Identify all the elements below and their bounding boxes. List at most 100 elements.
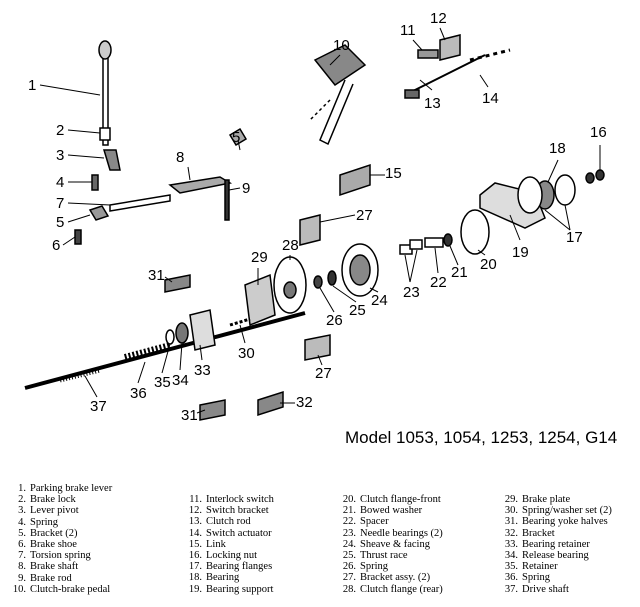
callout-21: 21 <box>451 264 468 281</box>
parts-drawing <box>24 34 605 421</box>
legend-number: 12. <box>188 505 202 517</box>
legend-label: Bracket (2) <box>30 527 78 539</box>
legend-item: 12.Switch bracket <box>180 505 274 516</box>
exploded-parts-diagram: 1 2 3 4 5 5 6 7 8 9 10 11 12 13 14 15 16… <box>24 10 607 424</box>
legend-item: 24.Sheave & facing <box>334 539 443 550</box>
legend-number: 18. <box>188 572 202 584</box>
callout-1: 1 <box>28 77 36 94</box>
legend-number: 32. <box>504 527 518 539</box>
model-label: Model 1053, 1054, 1253, 1254, G14 <box>345 428 618 447</box>
legend-number: 20. <box>342 494 356 505</box>
legend-label: Retainer <box>522 561 558 573</box>
legend-number: 15. <box>188 538 202 550</box>
legend-label: Clutch flange-front <box>360 494 441 505</box>
part-clutch-brake-pedal <box>313 44 367 87</box>
legend-item: 30. Spring/washer set (2) <box>496 505 612 516</box>
callout-35: 35 <box>154 374 171 391</box>
callout-27: 27 <box>356 207 373 224</box>
legend-label: Spring <box>30 516 59 528</box>
callout-9: 9 <box>242 180 250 197</box>
legend-item: 23. Needle bearings (2) <box>334 528 443 539</box>
legend-number: 10. <box>12 583 26 595</box>
callout-11: 11 <box>400 22 416 39</box>
legend-label: Thrust race <box>360 550 408 562</box>
legend-label: Bracket <box>522 527 555 539</box>
legend-number: 22. <box>342 516 356 528</box>
legend-item: 1.Parking brake lever <box>4 483 112 494</box>
callout-36: 36 <box>130 385 147 402</box>
legend-item: 34. Release bearing <box>496 550 612 561</box>
callout-34: 34 <box>172 372 189 389</box>
legend-label: Locking nut <box>206 550 258 562</box>
callout-labels: 1 2 3 4 5 5 6 7 8 9 10 11 12 13 14 15 16… <box>28 10 607 424</box>
legend-item: 26.Spring <box>334 561 443 572</box>
callout-31: 31 <box>148 267 165 284</box>
legend-label: Needle bearings (2) <box>360 527 443 539</box>
legend-label: Link <box>206 538 226 550</box>
legend-item: 2.Brake lock <box>4 494 112 505</box>
callout-7: 7 <box>56 195 64 212</box>
legend-label: Clutch rod <box>206 516 251 528</box>
legend-item: 16.Locking nut <box>180 550 274 561</box>
callout-12: 12 <box>430 10 447 27</box>
legend-item: 3.Lever pivot <box>4 505 112 516</box>
legend-number: 6. <box>18 539 26 551</box>
legend-item: 15. Link <box>180 539 274 550</box>
callout-29: 29 <box>251 249 268 266</box>
leader-lines <box>39 27 601 414</box>
legend-item: 22.Spacer <box>334 516 443 527</box>
legend-number: 14. <box>188 527 202 539</box>
legend-label: Spring <box>522 572 551 584</box>
legend-item: 7.Torsion spring <box>4 550 112 561</box>
callout-37: 37 <box>90 398 107 415</box>
legend-item: 18. Bearing <box>180 572 274 583</box>
legend-number: 37. <box>504 583 518 595</box>
legend-number: 33. <box>504 538 518 550</box>
legend-item: 21.Bowed washer <box>334 505 443 516</box>
callout-5: 5 <box>232 129 240 146</box>
legend-label: Brake rod <box>30 572 72 584</box>
legend-number: 25. <box>342 550 356 562</box>
callout-2: 2 <box>56 122 64 139</box>
legend-number: 11. <box>189 494 202 505</box>
callout-3: 3 <box>56 147 64 164</box>
callout-26: 26 <box>326 312 343 329</box>
legend-label: Spring <box>360 561 389 573</box>
legend-number: 4. <box>18 516 26 528</box>
legend-item: 19.Bearing support <box>180 584 274 595</box>
legend-label: Interlock switch <box>206 494 274 505</box>
legend-item: 29.Brake plate <box>496 494 612 505</box>
legend-number: 28. <box>342 583 356 595</box>
callout-16: 16 <box>590 124 607 141</box>
legend-number: 7. <box>18 550 26 562</box>
callout-22: 22 <box>430 274 447 291</box>
legend-label: Brake plate <box>522 494 571 505</box>
legend-item: 10.Clutch-brake pedal <box>4 584 112 595</box>
callout-23: 23 <box>403 284 420 301</box>
legend-item: 25. Thrust race <box>334 550 443 561</box>
callout-28: 28 <box>282 237 299 254</box>
legend-item: 17.Bearing flanges <box>180 561 274 572</box>
legend-label: Spring/washer set (2) <box>522 505 612 517</box>
callout-5b: 5 <box>56 214 64 231</box>
legend-label: Bearing <box>206 572 240 584</box>
legend-item: 32. Bracket <box>496 528 612 539</box>
legend-number: 17. <box>188 561 202 573</box>
legend-label: Bearing retainer <box>522 538 590 550</box>
callout-32: 32 <box>296 394 313 411</box>
callout-31b: 31 <box>181 407 198 424</box>
legend-label: Release bearing <box>522 550 589 562</box>
legend-label: Clutch flange (rear) <box>360 583 443 595</box>
legend-number: 23. <box>342 527 356 539</box>
legend-number: 34. <box>504 550 518 562</box>
legend-label: Bearing support <box>206 583 274 595</box>
callout-33: 33 <box>194 362 211 379</box>
legend-label: Lever pivot <box>30 505 79 517</box>
legend-item: 6.Brake shoe <box>4 539 112 550</box>
callout-25: 25 <box>349 302 366 319</box>
legend-label: Brake lock <box>30 494 76 506</box>
legend-number: 30. <box>504 505 518 517</box>
legend-label: Brake shaft <box>30 561 79 573</box>
